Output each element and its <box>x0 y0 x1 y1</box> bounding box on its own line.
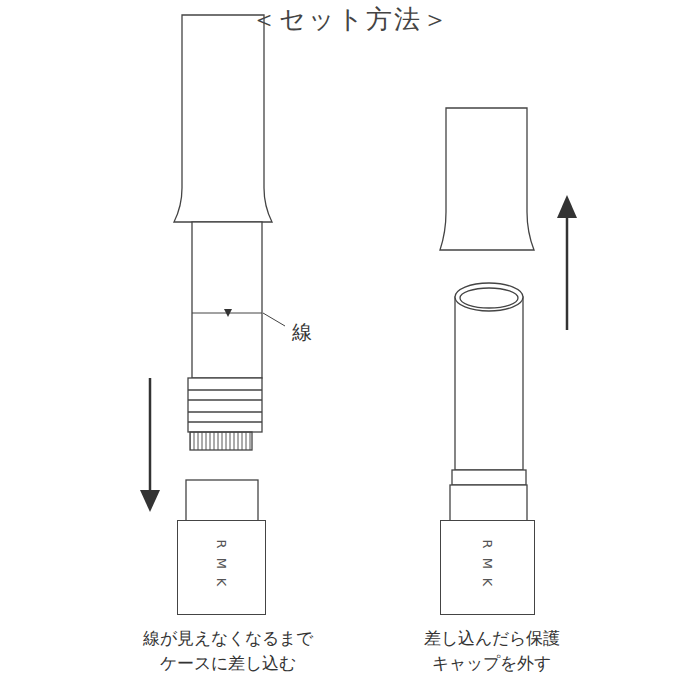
knurled-end <box>190 432 252 450</box>
leader-line <box>263 313 285 326</box>
line-marker <box>224 309 232 317</box>
tube-opening <box>455 283 523 311</box>
tube-ring <box>452 470 526 485</box>
arrow-shaft <box>566 214 569 330</box>
ring-line <box>188 421 262 422</box>
refill-rings <box>188 378 262 432</box>
arrow-head <box>140 490 160 512</box>
case-neck <box>186 480 258 521</box>
case-body: RMK <box>440 520 535 615</box>
case-neck <box>450 485 527 521</box>
arrow-head <box>557 195 577 218</box>
ring-line <box>188 389 262 390</box>
brand-logo: RMK <box>480 540 495 596</box>
ring-line <box>188 399 262 400</box>
brand-logo: RMK <box>214 540 229 596</box>
ring-line <box>188 411 262 412</box>
refill-tube <box>192 222 262 378</box>
tube-opening-inner <box>460 288 518 308</box>
protective-cap <box>440 108 534 250</box>
case-body: RMK <box>177 520 266 615</box>
protective-cap <box>174 15 272 222</box>
arrow-shaft <box>149 378 152 494</box>
step-caption: 差し込んだら保護 キャップを外す <box>421 626 564 675</box>
lipstick-tube <box>455 297 523 470</box>
step-caption: 線が見えなくなるまで ケースに差し込む <box>140 626 317 675</box>
part-label: 線 <box>292 318 312 347</box>
title: ＜セット方法＞ <box>0 2 700 37</box>
